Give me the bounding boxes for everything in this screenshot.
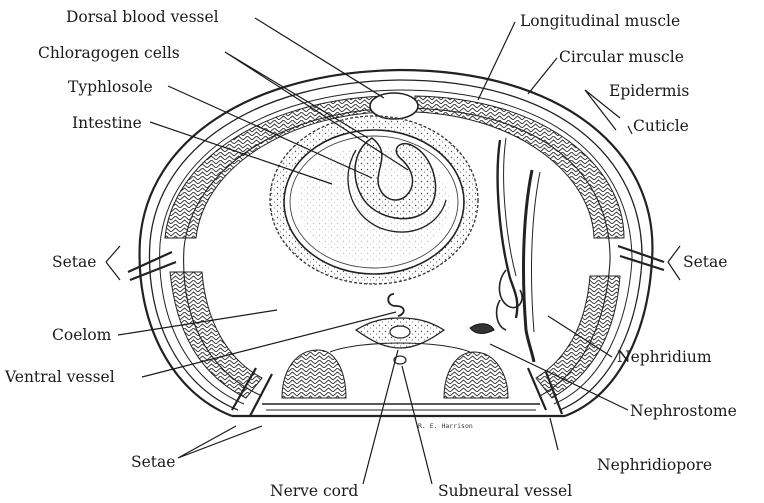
left-setae-marks	[128, 252, 176, 280]
label-setae-right: Setae	[683, 253, 727, 271]
label-chloragogen-cells: Chloragogen cells	[38, 44, 180, 62]
label-nephridium: Nephridium	[617, 348, 712, 366]
label-longitudinal-muscle: Longitudinal muscle	[520, 12, 680, 30]
dorsal-blood-vessel	[370, 93, 418, 119]
label-cuticle: Cuticle	[633, 117, 689, 135]
label-typhlosole: Typhlosole	[68, 78, 153, 96]
label-nephrostome: Nephrostome	[630, 402, 737, 420]
label-subneural-vessel: Subneural vessel	[438, 482, 572, 500]
label-setae-bottom: Setae	[131, 453, 175, 471]
label-intestine: Intestine	[72, 114, 142, 132]
label-circular-muscle: Circular muscle	[559, 48, 684, 66]
ventral-vessel	[388, 294, 404, 316]
label-nephridiopore: Nephridiopore	[597, 456, 712, 474]
label-dorsal-blood-vessel: Dorsal blood vessel	[66, 8, 219, 26]
label-epidermis: Epidermis	[609, 82, 689, 100]
intestine	[270, 116, 478, 284]
label-coelom: Coelom	[52, 326, 112, 344]
nephridium	[497, 138, 540, 362]
label-ventral-vessel: Ventral vessel	[4, 368, 115, 386]
label-setae-left: Setae	[52, 253, 96, 271]
artist-signature: R. E. Harrison	[418, 422, 473, 430]
nephrostome	[470, 324, 494, 334]
label-nerve-cord: Nerve cord	[270, 482, 358, 500]
